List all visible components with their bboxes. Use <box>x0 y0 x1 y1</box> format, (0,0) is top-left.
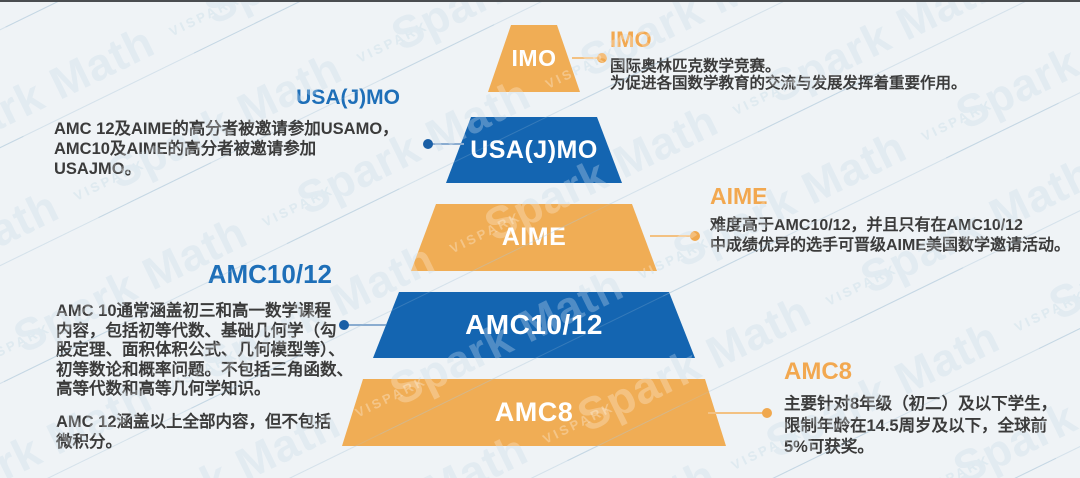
annotation-title-amc1012: AMC10/12 <box>207 259 332 289</box>
annotation-title-imo: IMO <box>610 27 652 52</box>
pyramid-tier-aime: AIME <box>411 204 657 271</box>
connector-line-amc1012 <box>348 324 386 326</box>
tier-label-amc1012: AMC10/12 <box>465 309 603 340</box>
annotation-body-imo: 国际奥林匹克数学竞赛。 为促进各国数学教育的交流与发展发挥着重要作用。 <box>610 58 967 92</box>
annotation-usajmo: USA(J)MO AMC 12及AIME的高分者被邀请参加USAMO， AMC1… <box>54 86 400 179</box>
watermark-text: Spark MathVISPARK <box>948 0 1080 140</box>
watermark-text: Spark MathVISPARK <box>0 301 60 478</box>
annotation-body-aime: 难度高于AMC10/12，并且只有在AMC10/12 中成绩优异的选手可晋级AI… <box>710 217 1071 254</box>
annotation-body-usajmo: AMC 12及AIME的高分者被邀请参加USAMO， AMC10及AIME的高分… <box>54 120 399 178</box>
watermark-text: Spark MathVISPARK <box>0 301 60 478</box>
watermark-text: Spark MathVISPARK <box>851 459 1080 478</box>
annotation-imo: IMO 国际奥林匹克数学竞赛。 为促进各国数学教育的交流与发展发挥着重要作用。 <box>610 27 967 92</box>
watermark-text: Spark MathVISPARK <box>0 0 62 147</box>
pyramid-tier-amc8: AMC8 <box>342 379 726 446</box>
pyramid-tier-amc1012: AMC10/12 <box>373 292 695 358</box>
watermark-text: Spark MathVISPARK <box>0 0 62 147</box>
watermark-text: Spark MathVISPARK <box>196 0 534 35</box>
tier-label-usajmo: USA(J)MO <box>470 135 598 164</box>
annotation-aime: AIME 难度高于AMC10/12，并且只有在AMC10/12 中成绩优异的选手… <box>710 183 1070 256</box>
watermark-text: Spark MathVISPARK <box>948 0 1080 140</box>
annotation-title-amc8: AMC8 <box>784 358 853 385</box>
connector-dot-amc1012 <box>339 320 349 330</box>
tier-label-imo: IMO <box>511 45 557 71</box>
connector-dot-amc8 <box>762 408 772 418</box>
watermark-text: Spark MathVISPARK <box>851 459 1080 478</box>
pyramid-tier-usajmo: USA(J)MO <box>446 117 622 183</box>
tier-label-aime: AIME <box>501 223 567 251</box>
connector-line-imo <box>572 57 598 59</box>
annotation-amc1012: AMC10/12 AMC 10通常涵盖初三和高一数学课程 内容，包括初等代数、基… <box>56 259 401 452</box>
annotation-body-amc8: 主要针对8年级（初二）及以下学生， 限制年龄在14.5周岁及以下，全球前 5%可… <box>784 395 1058 456</box>
annotation-amc8: AMC8 主要针对8年级（初二）及以下学生， 限制年龄在14.5周岁及以下，全球… <box>784 358 1057 459</box>
annotation-title-aime: AIME <box>710 183 768 209</box>
connector-line-usajmo <box>432 143 464 145</box>
connector-dot-usajmo <box>423 139 433 149</box>
annotation-body2-amc1012: AMC 12涵盖以上全部内容，但不包括 微积分。 <box>56 412 332 451</box>
connector-line-amc8 <box>708 412 764 414</box>
tier-label-amc8: AMC8 <box>494 397 574 427</box>
connector-dot-imo <box>597 53 607 63</box>
watermark-text: Spark MathVISPARK <box>196 0 534 35</box>
connector-dot-aime <box>690 231 700 241</box>
window-top-edge <box>0 0 1080 2</box>
connector-line-aime <box>650 235 692 237</box>
pyramid-tier-imo: IMO <box>488 25 580 92</box>
annotation-title-usajmo: USA(J)MO <box>296 86 400 109</box>
annotation-body-amc1012: AMC 10通常涵盖初三和高一数学课程 内容，包括初等代数、基础几何学（勾 股定… <box>56 302 353 398</box>
